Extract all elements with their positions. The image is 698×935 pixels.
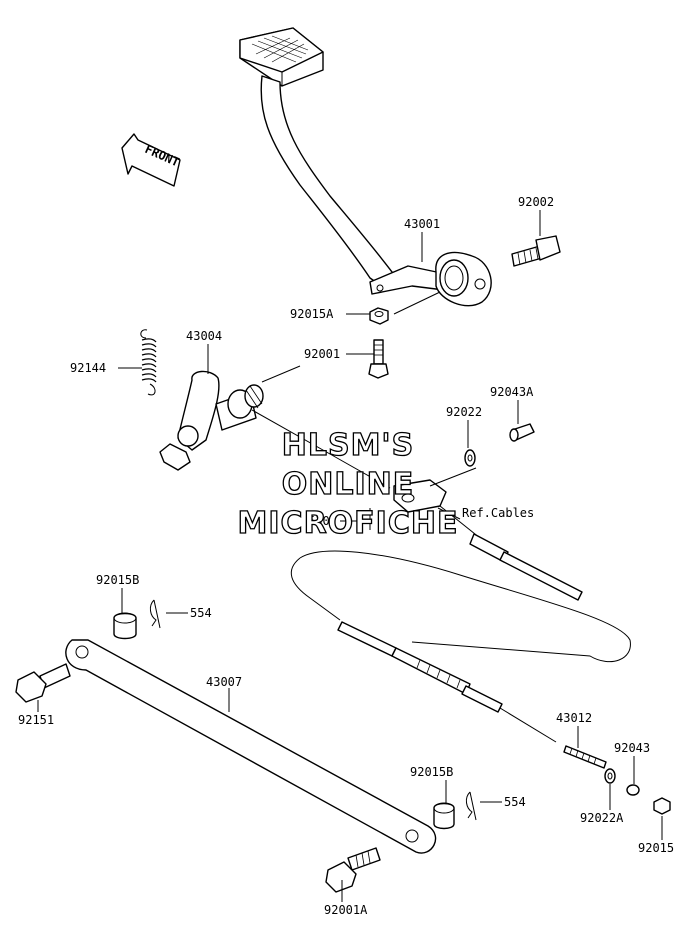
label-554-bottom: 554 — [504, 795, 526, 809]
washer-92022 — [464, 449, 476, 467]
leader-lines — [37, 210, 663, 902]
label-92022A: 92022A — [580, 811, 624, 825]
label-92015: 92015 — [638, 841, 674, 855]
label-43001: 43001 — [404, 217, 440, 231]
clip-554-bottom — [465, 791, 477, 821]
brake-cable — [290, 505, 631, 743]
nut-92015 — [653, 797, 671, 815]
rod-43007 — [65, 639, 437, 854]
label-92002: 92002 — [518, 195, 554, 209]
label-554-top: 554 — [190, 606, 212, 620]
label-92022: 92022 — [446, 405, 482, 419]
washer-92022A — [604, 768, 616, 784]
bolt-92001A — [325, 847, 381, 893]
bolt-92002 — [511, 235, 561, 267]
pin-92043A — [509, 423, 535, 442]
nut-92015A — [369, 307, 389, 325]
label-43004: 43004 — [186, 329, 222, 343]
label-92001A: 92001A — [324, 903, 368, 917]
label-92151: 92151 — [18, 713, 54, 727]
label-ref-cables: Ref.Cables — [462, 506, 534, 520]
watermark: HLSM'S ONLINE MICROFICHE — [237, 427, 459, 541]
bolt-92001 — [368, 339, 389, 379]
nut-92043 — [626, 784, 640, 796]
collar-92015B-top — [113, 612, 137, 640]
part-labels: 43001 92002 92015A 92001 92144 43004 920… — [18, 195, 674, 917]
clip-554-top — [149, 599, 161, 629]
watermark-line-3: MICROFICHE — [238, 506, 459, 541]
spring-92144 — [140, 329, 157, 396]
label-92015B-bottom: 92015B — [410, 765, 453, 779]
label-43012: 43012 — [556, 711, 592, 725]
rod-43012 — [563, 745, 607, 769]
front-arrow-icon: FRONT — [121, 133, 181, 187]
brake-pedal-43001 — [239, 27, 492, 307]
label-92015A: 92015A — [290, 307, 334, 321]
label-92144: 92144 — [70, 361, 106, 375]
label-92043A: 92043A — [490, 385, 534, 399]
watermark-line-1: HLSM'S — [282, 428, 414, 463]
collar-92015B-bottom — [433, 802, 455, 830]
label-92043: 92043 — [614, 741, 650, 755]
watermark-line-2: ONLINE — [282, 467, 415, 502]
label-92015B-top: 92015B — [96, 573, 139, 587]
bolt-92151 — [15, 663, 71, 703]
label-92001: 92001 — [304, 347, 340, 361]
lever-43004 — [159, 370, 391, 489]
label-43007: 43007 — [206, 675, 242, 689]
label-530: 530 — [308, 514, 330, 528]
